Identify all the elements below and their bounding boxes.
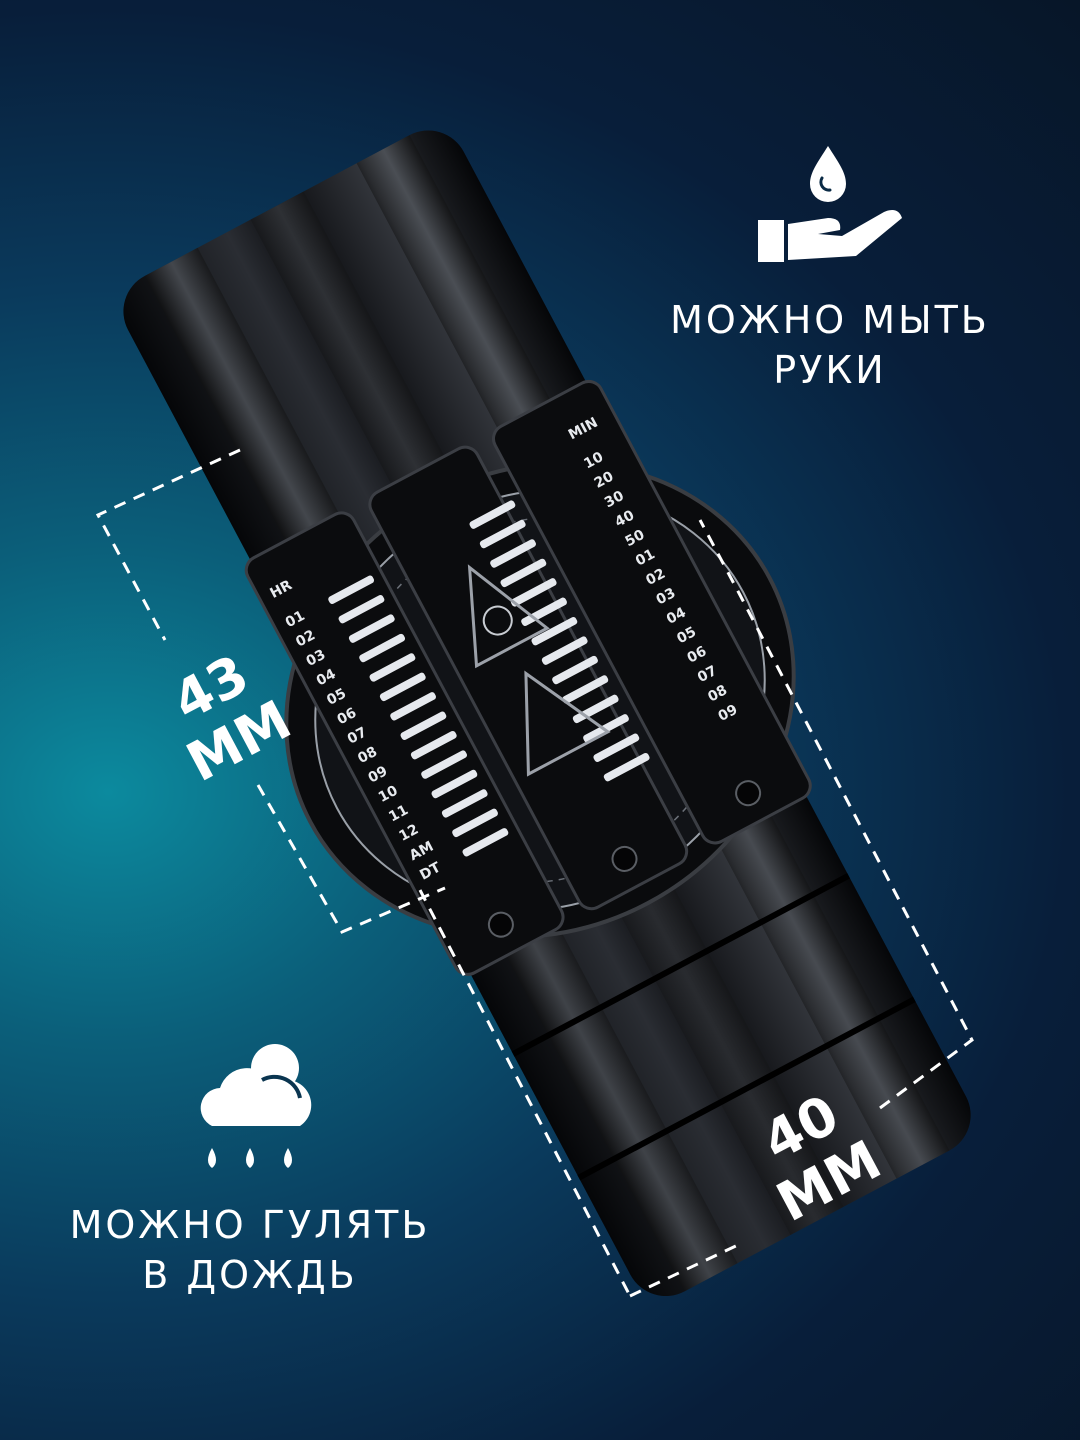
feature-walk-rain-caption: Можно гулять в дождь [60,1200,440,1300]
dim-43-line-top [95,448,241,641]
dim-43-line-bottom [256,784,446,934]
bracelet-upper [123,130,610,617]
watch-bars [244,379,812,976]
rain-cloud-icon [200,1044,312,1168]
dim-40-line-left [418,889,632,1297]
feature-walk-rain-line1: Можно гулять [69,1203,431,1247]
dim-40-line-right [698,519,974,1110]
feature-wash-hands-line2: руки [773,348,887,392]
dimension-lines [95,448,974,1298]
feature-wash-hands-line1: Можно мыть [670,298,990,342]
feature-wash-hands-caption: Можно мыть руки [660,295,1000,395]
feature-walk-rain-line2: в дождь [142,1253,358,1297]
hand-water-drop-icon [758,146,902,262]
